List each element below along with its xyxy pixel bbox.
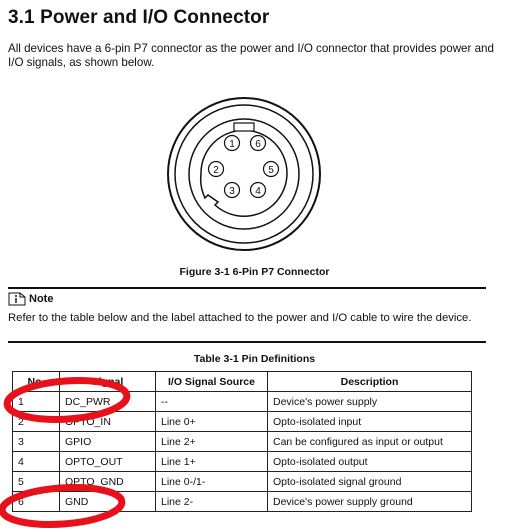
pin-circles xyxy=(207,134,280,199)
pin-label-4: 4 xyxy=(255,186,261,197)
cell-signal: GPIO xyxy=(59,431,156,452)
pin-label-5: 5 xyxy=(268,165,274,176)
table-title: Table 3-1 Pin Definitions xyxy=(193,353,316,365)
cell-no: 2 xyxy=(12,411,60,432)
cell-description: Opto-isolated output xyxy=(267,451,472,472)
cell-no: 4 xyxy=(12,451,60,472)
note-top-rule xyxy=(8,287,486,289)
cell-signal: OPTO_OUT xyxy=(59,451,156,472)
pin-label-6: 6 xyxy=(255,139,261,150)
table-header-row: No. Signal I/O Signal Source Description xyxy=(12,371,472,392)
table-row: 2 OPTO_IN Line 0+ Opto-isolated input xyxy=(12,411,472,432)
note-info-icon xyxy=(8,292,26,306)
cell-signal: DC_PWR xyxy=(59,391,156,412)
table-row: 1 DC_PWR -- Device's power supply xyxy=(12,391,472,412)
pin-2 xyxy=(207,160,225,178)
cell-no: 5 xyxy=(12,471,60,492)
note-bottom-rule xyxy=(8,341,486,343)
pin-3 xyxy=(223,181,241,199)
cell-description: Can be configured as input or output xyxy=(267,431,472,452)
figure-caption: Figure 3-1 6-Pin P7 Connector xyxy=(179,266,330,278)
cell-no: 3 xyxy=(12,431,60,452)
table-row: 6 GND Line 2- Device's power supply grou… xyxy=(12,491,472,512)
cell-source: Line 1+ xyxy=(155,451,268,472)
cell-description: Opto-isolated signal ground xyxy=(267,471,472,492)
table-row: 5 OPTO_GND Line 0-/1- Opto-isolated sign… xyxy=(12,471,472,492)
pin-5 xyxy=(262,160,280,178)
pin-6 xyxy=(249,134,267,152)
cell-description: Opto-isolated input xyxy=(267,411,472,432)
pin-4 xyxy=(249,181,267,199)
table-row: 4 OPTO_OUT Line 1+ Opto-isolated output xyxy=(12,451,472,472)
cell-source: -- xyxy=(155,391,268,412)
header-description: Description xyxy=(267,371,472,392)
cell-no: 1 xyxy=(12,391,60,412)
cell-source: Line 0+ xyxy=(155,411,268,432)
note-text: Refer to the table below and the label a… xyxy=(8,312,472,324)
header-signal: Signal xyxy=(59,371,156,392)
cell-signal: OPTO_IN xyxy=(59,411,156,432)
pin-label-2: 2 xyxy=(213,165,219,176)
table-row: 3 GPIO Line 2+ Can be configured as inpu… xyxy=(12,431,472,452)
cell-signal: OPTO_GND xyxy=(59,471,156,492)
note-label: Note xyxy=(29,293,54,305)
header-signal-source: I/O Signal Source xyxy=(155,371,268,392)
cell-description: Device's power supply ground xyxy=(267,491,472,512)
cell-source: Line 2- xyxy=(155,491,268,512)
section-title: 3.1 Power and I/O Connector xyxy=(8,7,270,28)
pin-label-1: 1 xyxy=(229,139,235,150)
connector-diagram: 1 6 2 5 3 4 xyxy=(167,97,321,251)
pin-definitions-table: No. Signal I/O Signal Source Description… xyxy=(12,371,472,512)
intro-paragraph: All devices have a 6-pin P7 connector as… xyxy=(8,42,494,69)
note-header: Note xyxy=(8,292,53,306)
cell-source: Line 2+ xyxy=(155,431,268,452)
cell-no: 6 xyxy=(12,491,60,512)
pin-label-3: 3 xyxy=(229,186,235,197)
pin-1 xyxy=(223,134,241,152)
header-no: No. xyxy=(12,371,60,392)
cell-signal: GND xyxy=(59,491,156,512)
cell-description: Device's power supply xyxy=(267,391,472,412)
cell-source: Line 0-/1- xyxy=(155,471,268,492)
